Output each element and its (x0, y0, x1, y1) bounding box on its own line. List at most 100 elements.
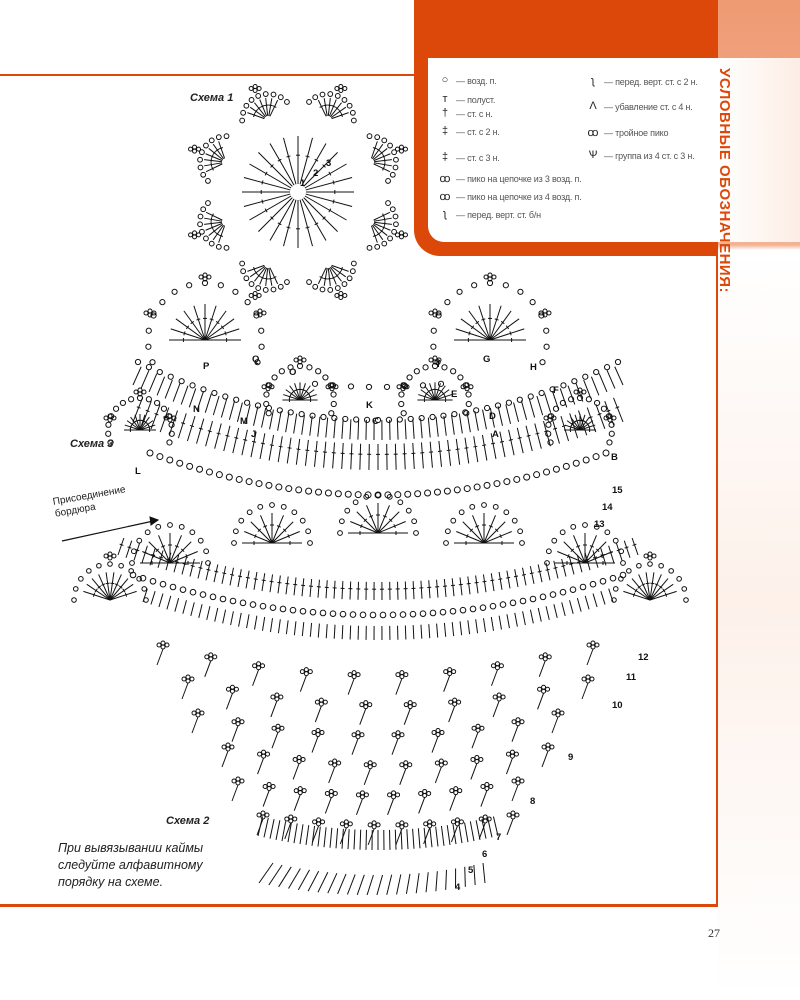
chain-mark (515, 721, 521, 727)
chain-mark (555, 708, 561, 714)
chain-mark (453, 790, 459, 796)
stitch-mark (207, 430, 212, 433)
stitch-mark (341, 828, 344, 849)
chain-mark (338, 84, 344, 90)
stitch-mark (218, 225, 226, 243)
stitch-mark (158, 535, 171, 564)
stitch-mark (537, 564, 543, 583)
chain-mark (293, 788, 299, 794)
stitch-mark (576, 554, 583, 573)
chain-mark (612, 586, 619, 592)
stitch-mark (428, 580, 431, 599)
stitch-mark (286, 155, 291, 158)
stitch-mark (497, 406, 503, 426)
stitch-mark (205, 421, 213, 447)
chain-mark (389, 611, 397, 619)
chain-mark (487, 276, 493, 282)
chain-mark (391, 794, 397, 800)
stitch-mark (335, 828, 339, 849)
stitch-mark (193, 305, 206, 341)
chain-mark (570, 523, 577, 530)
legend-label: — группа из 4 ст. с 3 н. (604, 151, 695, 161)
chain-mark (593, 523, 600, 530)
chain-mark (395, 730, 401, 736)
stitch-mark (600, 548, 607, 566)
chain-mark (156, 368, 163, 376)
stitch-mark (109, 574, 122, 601)
stitch-mark (293, 823, 298, 844)
chain-mark (551, 710, 557, 716)
chain-mark (248, 292, 254, 298)
stitch-mark (471, 732, 479, 749)
chain-mark (280, 503, 287, 510)
chain-mark (238, 517, 245, 524)
stitch-mark (543, 421, 551, 447)
chain-mark (312, 94, 319, 101)
stitch-mark (367, 828, 375, 846)
stitch-mark (91, 578, 111, 601)
stitch-mark (154, 413, 159, 416)
chain-mark (398, 234, 404, 240)
stitch-mark (516, 427, 524, 454)
chain-mark (494, 661, 500, 667)
chain-mark (468, 384, 474, 390)
stitch-mark (322, 216, 326, 220)
chain-mark (568, 396, 575, 403)
stitch-mark (338, 270, 342, 275)
chain-mark (215, 243, 222, 250)
stitch-mark (333, 418, 336, 439)
stitch-mark (525, 425, 533, 452)
chain-mark (197, 156, 203, 163)
stitch-mark (451, 622, 455, 637)
chain-mark (316, 821, 322, 827)
chain-mark (264, 812, 270, 818)
chain-mark (438, 758, 444, 764)
chain-mark (399, 611, 407, 618)
stitch-mark (595, 548, 600, 553)
chain-mark (451, 411, 458, 418)
chain-mark (515, 780, 521, 786)
stitch-mark (443, 578, 447, 597)
stitch-mark (391, 738, 399, 755)
chain-mark (296, 758, 302, 764)
chain-mark (209, 593, 217, 601)
chain-mark (483, 274, 489, 280)
chain-mark (491, 274, 497, 280)
chain-mark (394, 491, 402, 499)
chain-mark (450, 368, 457, 375)
stitch-mark (434, 394, 452, 401)
stitch-mark (259, 267, 268, 285)
chain-mark (379, 611, 387, 619)
chain-mark (299, 607, 307, 615)
stitch-mark (215, 320, 220, 325)
stitch-mark (330, 265, 347, 278)
chain-mark (196, 146, 202, 152)
stitch-mark (269, 143, 295, 186)
stitch-mark (406, 829, 409, 850)
chain-mark (118, 562, 124, 569)
chain-mark (465, 391, 472, 398)
stitch-mark (446, 825, 451, 846)
stitch-mark (475, 320, 480, 325)
stitch-mark (637, 585, 642, 589)
chain-mark (611, 597, 617, 603)
row-number: 5 (468, 865, 474, 876)
stitch-mark (169, 551, 198, 564)
chain-mark (322, 374, 329, 381)
stitch-mark (641, 583, 646, 586)
chain-mark (256, 661, 262, 667)
stitch-mark (492, 700, 500, 718)
chain-mark (359, 794, 365, 800)
stitch-mark (299, 389, 315, 401)
stitch-mark (506, 614, 510, 629)
chain-mark (103, 553, 109, 559)
stitch-mark (249, 265, 266, 278)
chain-mark (539, 359, 546, 366)
chain-mark (394, 232, 400, 238)
stitch-mark (427, 417, 431, 438)
stitch-mark (228, 400, 236, 420)
stitch-mark (260, 276, 265, 279)
stitch-mark (376, 232, 381, 236)
stitch-mark (305, 155, 310, 158)
chain-mark (363, 416, 371, 423)
